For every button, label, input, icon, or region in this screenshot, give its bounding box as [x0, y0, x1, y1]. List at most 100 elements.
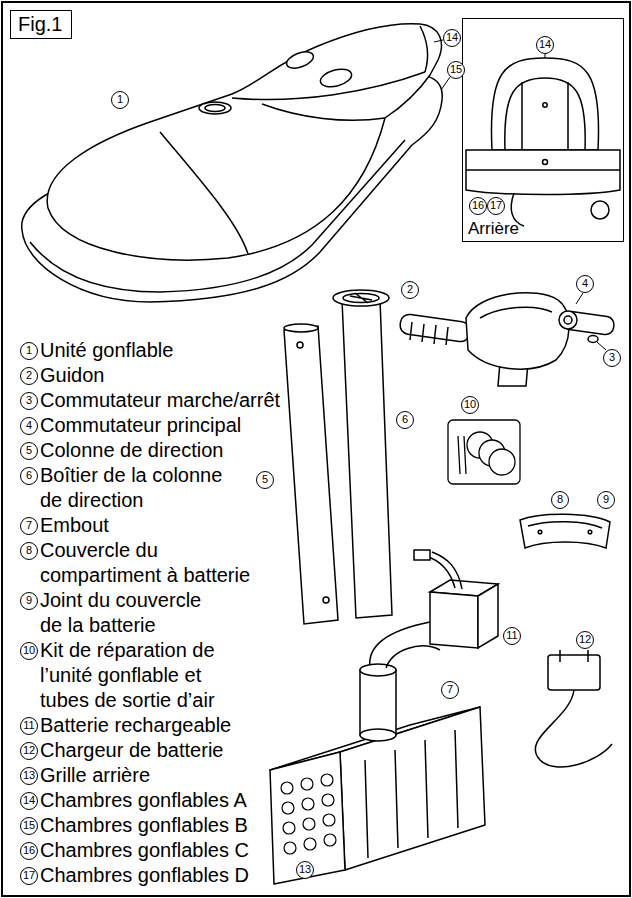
parts-list-row: 16Chambres gonflables C	[20, 838, 280, 863]
part-name: Colonne de direction	[40, 438, 223, 463]
callout-number: 3	[603, 349, 621, 367]
rear-view	[466, 58, 620, 226]
inflatable-unit-part	[318, 66, 353, 90]
battery-charger	[535, 650, 612, 767]
motor-unit-part	[360, 729, 396, 741]
callout-number: 14	[20, 792, 38, 810]
handlebar-part	[559, 311, 577, 329]
callout-number: 10	[20, 642, 38, 660]
callout-number: 10	[461, 396, 479, 414]
callout-number: 11	[503, 627, 521, 645]
handlebar	[399, 293, 615, 386]
parts-list-row: 12Chargeur de batterie	[20, 738, 280, 763]
rear-grille-part	[303, 818, 315, 830]
part-name: Chambres gonflables A	[40, 788, 247, 813]
inflatable-unit-part	[47, 24, 441, 260]
callout-number: 12	[576, 631, 594, 649]
parts-list-row: 6Boîtier de la colonne de direction	[20, 463, 280, 513]
rear-view-part	[543, 103, 547, 107]
rear-view-part	[522, 82, 568, 150]
callout-number: 6	[20, 467, 38, 485]
battery-part	[478, 584, 498, 648]
rear-grille-part	[282, 802, 294, 814]
callout-number: 15	[447, 61, 465, 79]
leader-line-part	[441, 77, 450, 90]
callout-number: 17	[487, 197, 505, 215]
part-name: Chambres gonflables C	[40, 838, 249, 863]
parts-list-row: 17Chambres gonflables D	[20, 863, 280, 888]
rear-grille-part	[284, 842, 296, 854]
rear-grille-part	[281, 782, 293, 794]
rear-grille-part	[304, 838, 316, 850]
callout-number: 1	[111, 91, 129, 109]
battery-charger-part	[535, 690, 612, 767]
rear-grille-part	[322, 794, 334, 806]
rear-grille-part	[324, 834, 336, 846]
parts-list-row: 9Joint du couvercle de la batterie	[20, 588, 280, 638]
inflatable-unit-part	[284, 49, 315, 72]
battery-part	[414, 550, 430, 560]
battery-charger-part	[560, 650, 588, 662]
handlebar-part	[564, 316, 572, 324]
parts-list-row: 8Couvercle du compartiment à batterie	[20, 538, 280, 588]
part-name: Chambres gonflables B	[40, 813, 248, 838]
callout-number: 17	[20, 867, 38, 885]
callout-number: 2	[20, 367, 38, 385]
battery-part	[430, 592, 478, 648]
leader-line-part	[597, 342, 606, 350]
callout-number: 4	[576, 275, 594, 293]
callout-number: 8	[20, 542, 38, 560]
callout-number: 16	[20, 842, 38, 860]
motor-unit-part	[365, 730, 458, 858]
callout-number: 14	[536, 36, 554, 54]
inflatable-unit	[22, 24, 443, 302]
battery	[370, 550, 498, 668]
inflatable-unit-part	[205, 105, 225, 112]
part-name: Kit de réparation de l’unité gonflable e…	[40, 638, 225, 713]
rear-grille-part	[283, 822, 295, 834]
figure-tag: Fig.1	[10, 10, 72, 39]
steering-column-housing-part	[342, 300, 392, 618]
callout-number: 6	[396, 411, 414, 429]
part-name: Grille arrière	[40, 763, 150, 788]
repair-kit-part	[458, 436, 466, 474]
battery-part	[370, 622, 430, 668]
callout-number: 9	[597, 491, 615, 509]
steering-column-housing-part	[333, 290, 389, 306]
handlebar-part	[588, 336, 598, 343]
inflatable-unit-part	[262, 104, 385, 120]
inflatable-unit-part	[420, 26, 427, 72]
callout-number: 7	[441, 681, 459, 699]
callout-number: 14	[443, 29, 461, 47]
rear-view-part	[505, 78, 585, 150]
leader-line-part	[434, 40, 443, 42]
callout-number: 13	[20, 767, 38, 785]
callout-number: 12	[20, 742, 38, 760]
callout-number: 4	[20, 417, 38, 435]
part-name: Commutateur marche/arrêt	[40, 388, 280, 413]
part-name: Batterie rechargeable	[40, 713, 231, 738]
part-name: Boîtier de la colonne de direction	[40, 463, 235, 513]
inflatable-unit-part	[160, 132, 248, 254]
steering-column-part	[297, 342, 303, 348]
battery-cover-part	[520, 514, 610, 548]
callout-number: 13	[296, 861, 314, 879]
view-label: Arrière	[468, 219, 519, 239]
steering-column-housing	[333, 290, 392, 618]
parts-list-row: 10Kit de réparation de l’unité gonflable…	[20, 638, 280, 713]
callout-number: 3	[20, 392, 38, 410]
part-name: Chambres gonflables D	[40, 863, 249, 888]
battery-cover-part	[528, 522, 602, 528]
parts-list-row: 1Unité gonflable	[20, 338, 280, 363]
callout-number: 1	[20, 342, 38, 360]
parts-list-row: 4Commutateur principal	[20, 413, 280, 438]
rear-grille-part	[323, 814, 335, 826]
steering-column-part	[284, 324, 318, 332]
parts-list-row: 7Embout	[20, 513, 280, 538]
rear-view-part	[491, 58, 598, 150]
steering-column-part	[323, 597, 329, 603]
callout-number: 5	[20, 442, 38, 460]
motor-unit-part	[386, 646, 440, 668]
motor-unit-part	[270, 752, 345, 884]
figure-number: Fig.1	[18, 12, 62, 36]
